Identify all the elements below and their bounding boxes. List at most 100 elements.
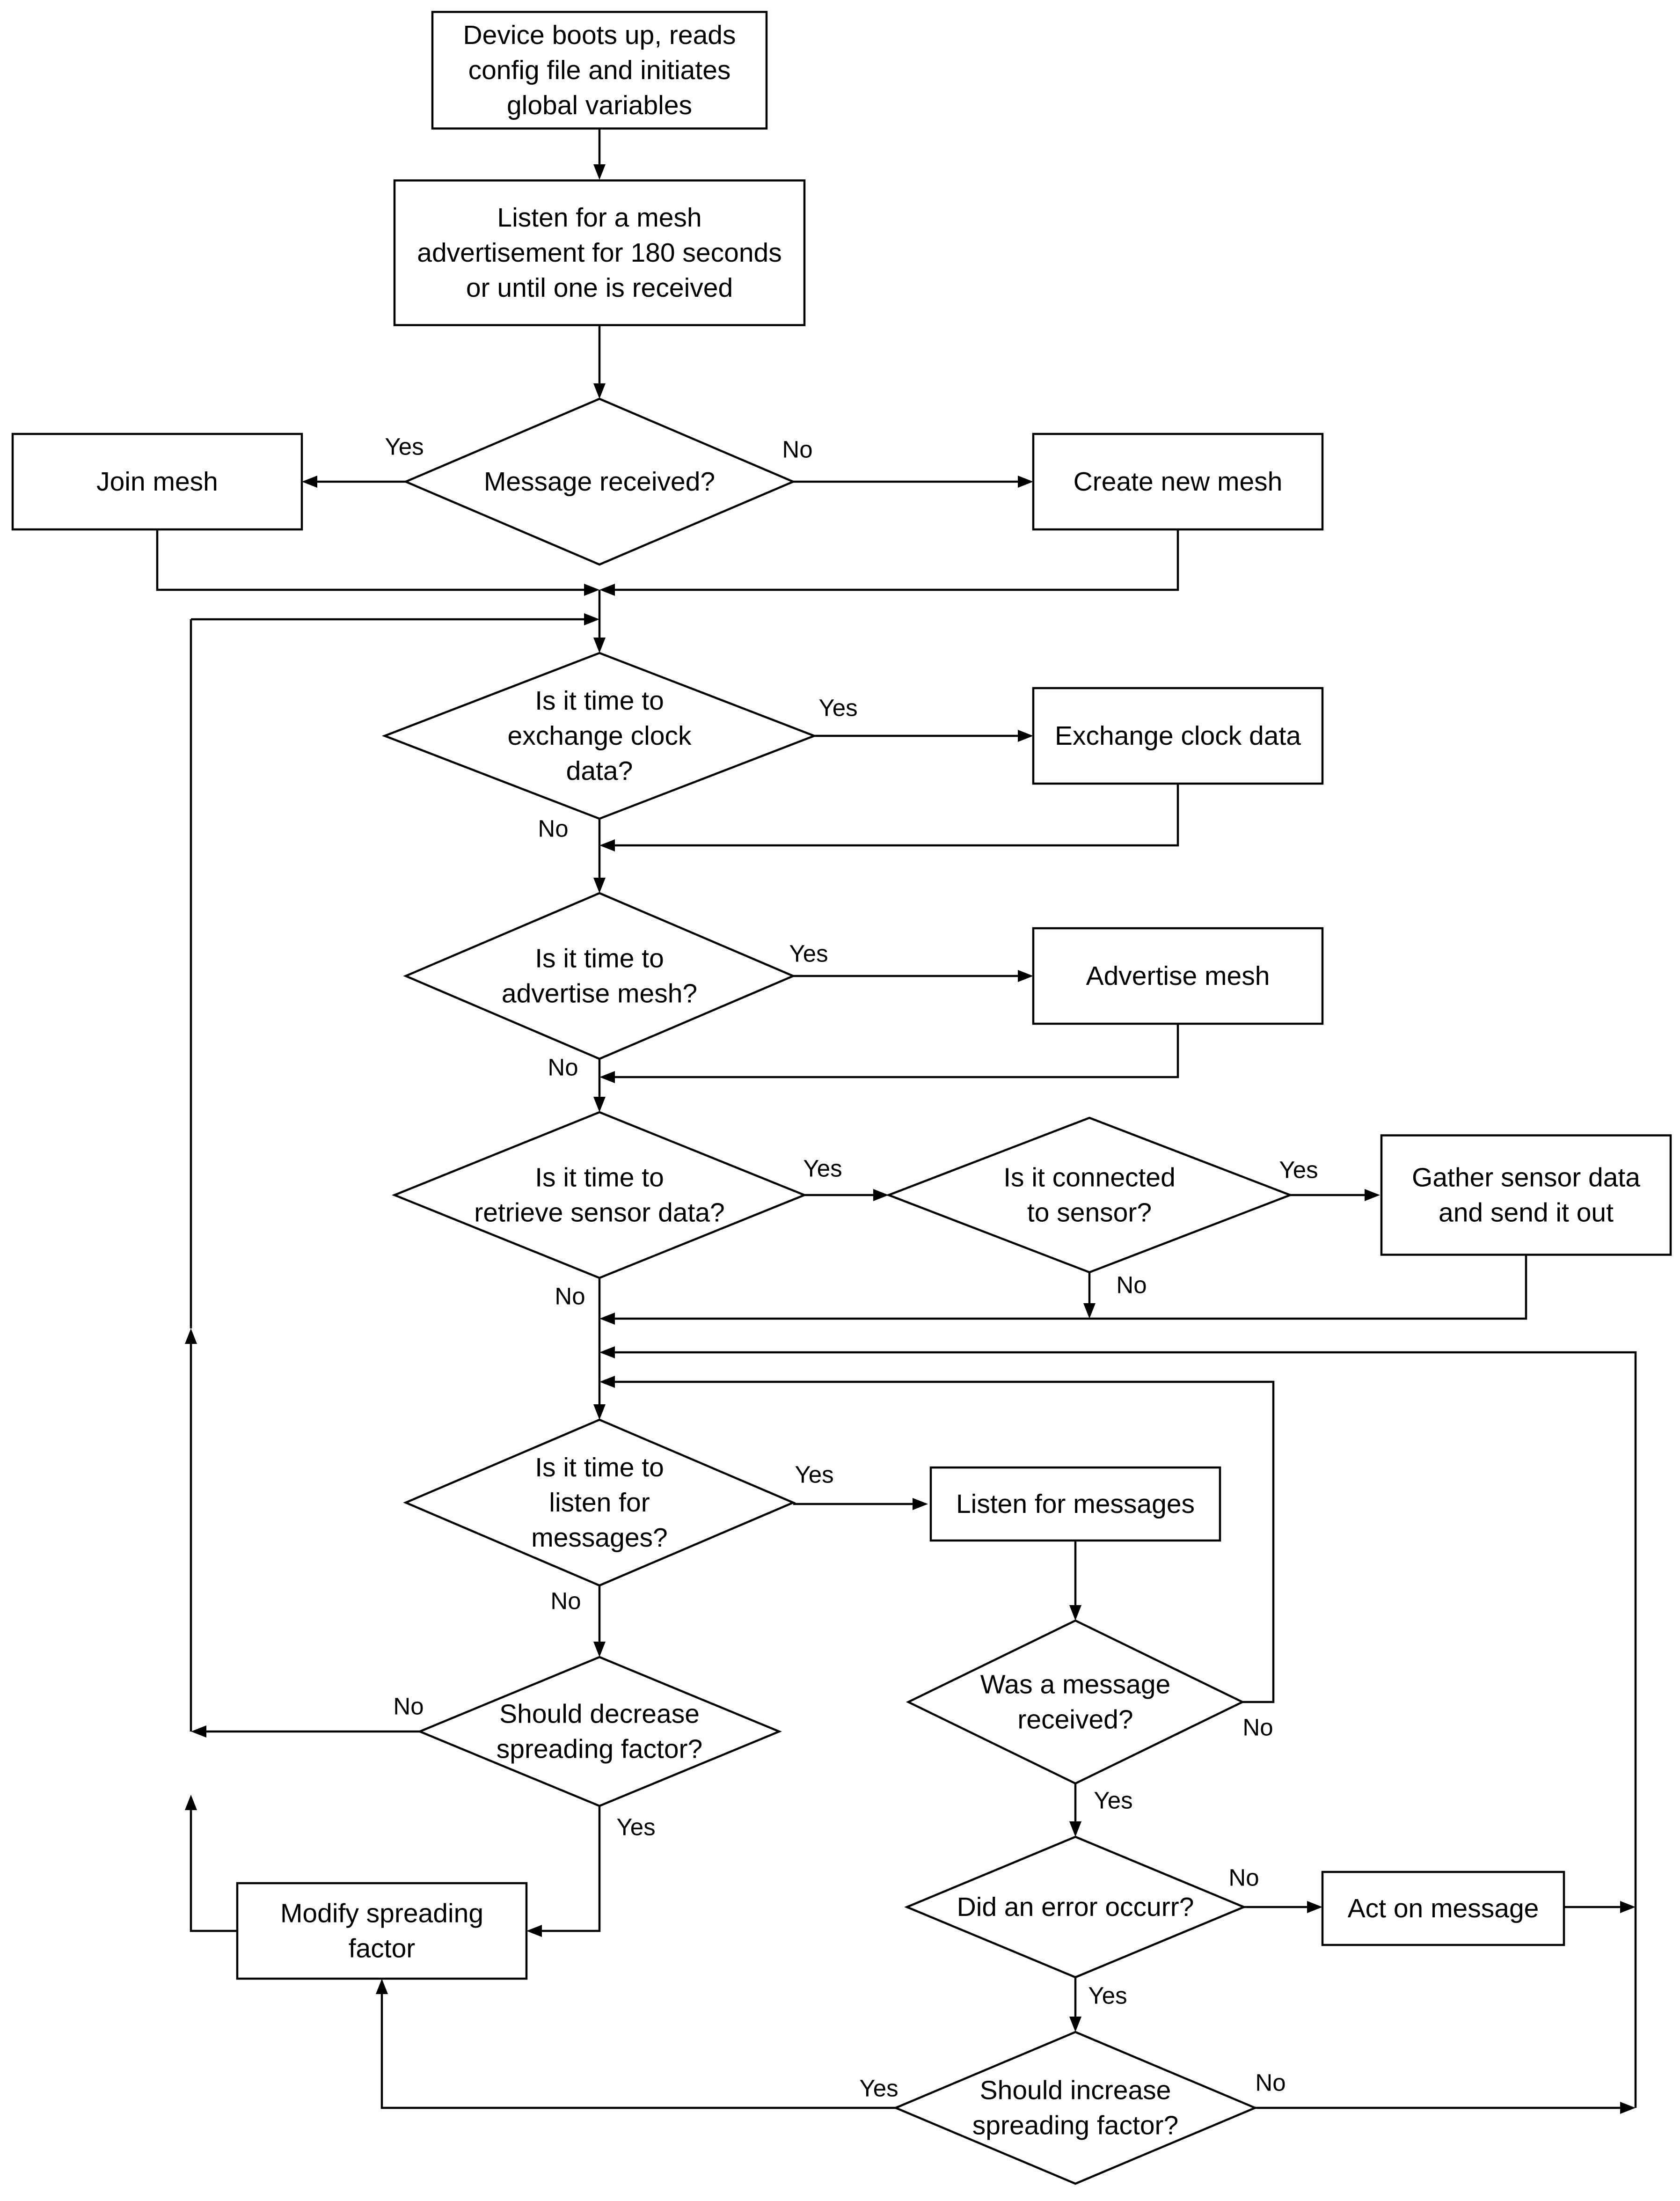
boot-init-box-shape: [431, 11, 768, 130]
edge-yes-to-join: [302, 476, 406, 488]
advertise-mesh-box-text: Advertise mesh: [1086, 961, 1270, 991]
label-no-increase: No: [1255, 2069, 1286, 2096]
edge-create-to-merge-line: [609, 529, 1179, 591]
nodes: Device boots up, reads config file and in…: [11, 11, 1672, 2185]
create-new-mesh-box-shape: [1032, 433, 1324, 531]
edge-left-loop-up: [185, 1328, 197, 1731]
label-no-clock: No: [538, 815, 568, 842]
edge-yes-to-join-arrowhead: [302, 476, 317, 488]
label-yes-join: Yes: [385, 433, 424, 460]
label-yes-connected: Yes: [1279, 1157, 1318, 1183]
edge-act-to-loop-arrowhead: [1620, 1901, 1636, 1913]
create-new-mesh-box: Create new mesh: [1032, 433, 1324, 531]
label-no-listen: No: [550, 1588, 581, 1614]
edge-increase-yes: [376, 1979, 896, 2109]
connected-to-sensor-decision-text: Is it connected: [1003, 1163, 1176, 1193]
error-occurred-decision-text: Did an error occurr?: [957, 1892, 1194, 1922]
label-yes-advertise: Yes: [789, 940, 828, 967]
edge-boot-to-listen-arrowhead: [593, 164, 606, 180]
edge-modify-to-loop-arrowhead: [185, 1795, 197, 1810]
time-to-listen-decision-text: Is it time to: [535, 1453, 664, 1482]
time-to-listen-decision-text: messages?: [531, 1523, 668, 1553]
edge-create-to-merge-arrowhead: [599, 584, 615, 596]
time-to-listen-decision-text: listen for: [549, 1488, 650, 1518]
edge-left-loop-to-main: [191, 613, 599, 625]
should-increase-sf-decision-text: spreading factor?: [972, 2111, 1178, 2141]
label-yes-decrease: Yes: [616, 1814, 655, 1841]
modify-spreading-factor-box-text: Modify spreading: [280, 1899, 483, 1929]
edge-sensor-yes-arrowhead: [873, 1189, 889, 1201]
exchange-clock-data-box: Exchange clock data: [1032, 687, 1324, 785]
boot-init-box-text: global variables: [507, 90, 692, 120]
edge-join-to-merge-arrowhead: [584, 584, 599, 596]
time-to-listen-decision-shape: [403, 1418, 796, 1587]
edge-gather-return-arrowhead: [599, 1313, 615, 1325]
modify-spreading-factor-box-text: factor: [349, 1934, 416, 1964]
message-received-decision-shape: [403, 397, 796, 566]
edge-left-loop-to-main-arrowhead: [584, 613, 599, 625]
edge-advertise-no-arrowhead: [593, 1097, 606, 1112]
edge-listen-no: [593, 1585, 606, 1657]
join-mesh-box: Join mesh: [11, 433, 303, 531]
edge-right-loop-return-line: [609, 1351, 1637, 2108]
gather-sensor-data-box-shape: [1380, 1134, 1672, 1256]
exchange-clock-data-box-text: Exchange clock data: [1055, 721, 1301, 751]
edge-increase-no: [1255, 2102, 1636, 2114]
edge-join-to-merge-line: [156, 529, 590, 591]
edge-listen-yes-arrowhead: [913, 1498, 928, 1510]
edge-modify-to-loop-line: [190, 1804, 237, 1932]
edge-connected-no-arrowhead: [1083, 1303, 1096, 1319]
should-decrease-sf-decision-shape: [417, 1656, 782, 1807]
edge-sensor-no: [593, 1278, 606, 1420]
listen-advertisement-box-text: or until one is received: [466, 273, 733, 303]
error-occurred-decision-shape: [904, 1835, 1247, 1979]
edge-advertise-return-arrowhead: [599, 1071, 615, 1083]
time-to-retrieve-sensor-decision-text: retrieve sensor data?: [474, 1198, 724, 1228]
edge-listen-yes: [793, 1498, 928, 1510]
join-mesh-box-text: Join mesh: [96, 467, 218, 497]
label-yes-received: Yes: [1094, 1787, 1132, 1814]
edge-listen-no-arrowhead: [593, 1642, 606, 1657]
modify-spreading-factor-box-shape: [236, 1882, 528, 1980]
boot-init-box-text: Device boots up, reads: [463, 20, 736, 50]
time-to-advertise-decision-shape: [403, 892, 796, 1060]
time-to-exchange-clock-decision-text: Is it time to: [535, 686, 664, 716]
boot-init-box-text: config file and initiates: [468, 55, 731, 85]
edge-no-to-create-arrowhead: [1018, 476, 1033, 488]
label-yes-increase: Yes: [859, 2075, 898, 2102]
edge-main-to-clock-arrowhead: [593, 638, 606, 653]
was-message-received-decision-text: Was a message: [980, 1670, 1171, 1700]
edge-listen-to-decision: [593, 326, 606, 399]
connectors: [156, 129, 1637, 2114]
label-no-advertise: No: [548, 1054, 578, 1081]
label-yes-error: Yes: [1088, 1982, 1127, 2009]
boot-init-box: Device boots up, reads config file and in…: [431, 11, 768, 130]
edge-advertise-return-line: [609, 1024, 1179, 1078]
label-no-received: No: [1242, 1714, 1273, 1741]
act-on-message-box: Act on message: [1321, 1871, 1565, 1946]
edge-connected-no: [1083, 1272, 1096, 1319]
edge-right-loop-return: [599, 1346, 1637, 2108]
edge-connected-yes-arrowhead: [1365, 1189, 1380, 1201]
edge-right-loop-return-arrowhead: [599, 1346, 615, 1358]
label-no-sensor: No: [555, 1283, 585, 1310]
label-no-create: No: [782, 436, 812, 463]
gather-sensor-data-box-text: Gather sensor data: [1412, 1163, 1640, 1193]
edge-decrease-yes-arrowhead: [526, 1925, 542, 1937]
edge-not-received-return: [599, 1376, 1275, 1703]
listen-advertisement-box-shape: [393, 179, 806, 326]
exchange-clock-data-box-shape: [1032, 687, 1324, 785]
edge-connected-yes: [1290, 1189, 1380, 1201]
edge-listen-to-decision-arrowhead: [593, 383, 606, 399]
edge-error-yes: [1069, 1977, 1081, 2032]
edge-clock-no: [593, 819, 606, 893]
should-decrease-sf-decision-text: spreading factor?: [497, 1734, 702, 1764]
should-increase-sf-decision-text: Should increase: [980, 2076, 1171, 2106]
edge-advertise-no: [593, 1059, 606, 1112]
